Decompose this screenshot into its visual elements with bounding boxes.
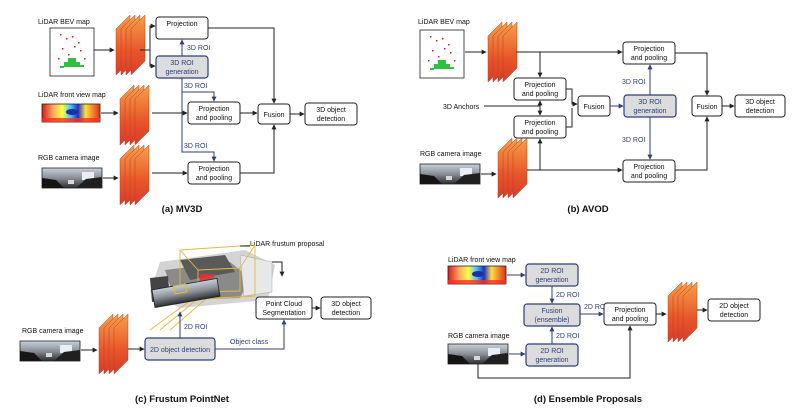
roi-tag: 2D ROI	[556, 292, 579, 299]
proj-pool-text: Projection	[166, 21, 197, 28]
panel-a: LiDAR BEV map Projection 3D ROI generati…	[38, 14, 358, 215]
cnn-feature-stack	[487, 21, 518, 83]
proj-pool-text-2: and pooling	[631, 173, 667, 180]
proj-pool-text-2: and pooling	[631, 55, 667, 62]
roi-tag: 3D ROI	[184, 83, 207, 90]
cnn-feature-stack	[115, 14, 146, 76]
roi-tag: 3D ROI	[622, 137, 645, 144]
object-class-label: Object class	[230, 339, 269, 346]
roi-gen-text-2: generation	[165, 69, 198, 76]
roi-gen-text-2: generation	[633, 108, 666, 115]
detection-box	[707, 298, 761, 322]
detection-box	[320, 296, 372, 320]
cnn-feature-stack	[667, 281, 698, 343]
bev-map-label: LiDAR BEV map	[38, 19, 90, 26]
front-view-label: LiDAR front view map	[38, 92, 106, 99]
detection-text-2: detection	[720, 312, 749, 319]
detection-text-2: detection	[746, 108, 775, 115]
caption-d: (d) Ensemble Proposals	[534, 394, 642, 405]
roi-tag: 2D ROI	[556, 333, 579, 340]
rgb-label: RGB camera image	[22, 328, 84, 335]
proj-pool-text-2: and pooling	[196, 115, 232, 122]
detection-2d-text: 2D object detection	[150, 347, 210, 354]
fusion-ensemble-box	[523, 303, 581, 327]
proj-pool-text: Projection	[198, 166, 229, 173]
rgb-image	[419, 163, 481, 185]
fusion-text-2: (ensemble)	[534, 317, 569, 324]
roi-tag: 3D ROI	[184, 143, 207, 150]
rgb-image	[447, 343, 509, 365]
rgb-image	[41, 167, 103, 189]
roi-gen-text: 3D ROI	[170, 60, 193, 67]
roi-tag: 3D ROI	[187, 45, 210, 52]
front-view-image	[41, 103, 101, 123]
roi-gen-text: 2D ROI	[540, 348, 563, 355]
panel-b: LiDAR BEV map Projection and pooling Pro…	[418, 19, 786, 215]
frustum-label: LiDAR frustum proposal	[250, 241, 325, 248]
caption-a: (a) MV3D	[162, 204, 203, 215]
rgb-label: RGB camera image	[420, 151, 482, 158]
cnn-feature-stack	[119, 144, 150, 206]
detection-text: 3D object	[745, 99, 775, 106]
cnn-feature-stack	[98, 313, 129, 375]
roi-gen-text: 2D ROI	[540, 268, 563, 275]
proj-pool-text-2: and pooling	[522, 91, 558, 98]
cnn-feature-stack	[497, 137, 528, 199]
proj-pool-text: Projection	[614, 307, 645, 314]
segmentation-text-2: Segmentation	[262, 310, 305, 317]
roi-gen-text-2: generation	[535, 357, 568, 364]
bev-map-label: LiDAR BEV map	[418, 19, 470, 26]
detection-box	[734, 94, 786, 118]
point-cloud-scene	[149, 244, 275, 331]
detection-text-2: detection	[332, 310, 361, 317]
roi-tag: 3D ROI	[622, 79, 645, 86]
panel-d: LiDAR front view map 2D ROI generation 2…	[447, 257, 761, 405]
front-view-image	[447, 265, 507, 285]
proj-pool-text: Projection	[633, 164, 664, 171]
lidar-bev-image	[49, 27, 95, 77]
roi-tag: 2D ROI	[584, 304, 607, 311]
proj-pool-text: Projection	[524, 120, 555, 127]
rgb-label: RGB camera image	[38, 155, 100, 162]
roi-tag: 2D ROI	[184, 324, 207, 331]
rgb-label: RGB camera image	[448, 333, 510, 340]
roi-gen-text: 3D ROI	[638, 99, 661, 106]
front-view-label: LiDAR front view map	[448, 257, 516, 264]
proj-pool-text: Projection	[633, 46, 664, 53]
proj-pool-box	[622, 159, 676, 183]
caption-b: (b) AVOD	[567, 204, 608, 215]
detection-text: 2D object	[719, 303, 749, 310]
roi-gen-text-2: generation	[535, 277, 568, 284]
proj-pool-text-2: and pooling	[612, 316, 648, 323]
anchors-label: 3D Anchors	[443, 104, 480, 111]
lidar-bev-image	[419, 29, 465, 79]
panel-c: LiDAR frustum proposal	[19, 241, 372, 405]
proj-pool-text-2: and pooling	[522, 129, 558, 136]
fusion-text: Fusion	[541, 308, 562, 315]
segmentation-text: Point Cloud	[266, 301, 302, 308]
detection-text-2: detection	[317, 116, 346, 123]
detection-text: 3D object	[316, 107, 346, 114]
fusion-text: Fusion	[696, 104, 717, 111]
fusion-text: Fusion	[263, 112, 284, 119]
proj-pool-text-2: and pooling	[196, 175, 232, 182]
proj-pool-text: Projection	[524, 82, 555, 89]
detection-text: 3D object	[331, 301, 361, 308]
caption-c: (c) Frustum PointNet	[135, 394, 230, 405]
fusion-text: Fusion	[583, 104, 604, 111]
rgb-image	[19, 340, 81, 362]
cnn-feature-stack	[119, 84, 150, 146]
detection-box	[304, 102, 358, 126]
proj-pool-text: Projection	[198, 106, 229, 113]
